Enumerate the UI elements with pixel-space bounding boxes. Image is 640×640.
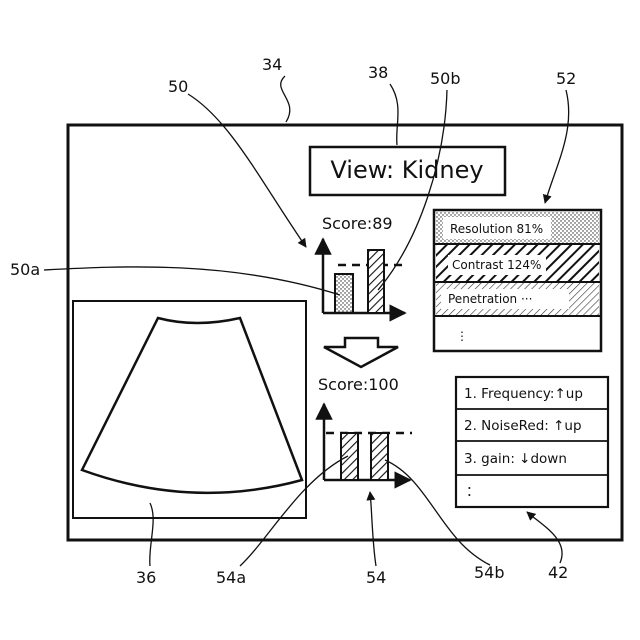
chart-before-bar-b xyxy=(368,250,384,313)
view-text: View: Kidney xyxy=(330,156,483,184)
chart-after-bar-a xyxy=(341,433,358,480)
ref-label-ultrasound: 36 xyxy=(136,568,156,587)
chart-before-bar-a xyxy=(335,274,353,313)
setting-noise-reduction: 2. NoiseRed: ↑up xyxy=(464,418,582,434)
ref-label-chart-after-bar-b: 54b xyxy=(474,563,505,582)
chart-after-bar-b xyxy=(371,433,388,480)
metric-contrast: Contrast 124% xyxy=(452,258,541,272)
metric-more: ⋮ xyxy=(456,329,468,343)
ref-label-chart-after: 54 xyxy=(366,568,386,587)
ref-label-settings: 42 xyxy=(548,563,568,582)
setting-gain: 3. gain: ↓down xyxy=(464,451,567,467)
metrics-panel: Resolution 81% Contrast 124% Penetration… xyxy=(434,210,601,351)
metric-penetration: Penetration ··· xyxy=(448,292,532,306)
ref-label-chart-before-bar-a: 50a xyxy=(10,260,40,279)
ultrasound-image xyxy=(73,301,306,518)
settings-panel: 1. Frequency:↑up 2. NoiseRed: ↑up 3. gai… xyxy=(456,377,608,507)
ref-label-chart-before: 50 xyxy=(168,77,188,96)
score-after-text: Score:100 xyxy=(318,375,399,394)
ref-label-chart-after-bar-a: 54a xyxy=(216,568,246,587)
view-indicator: View: Kidney xyxy=(310,147,505,195)
score-before-text: Score:89 xyxy=(322,214,393,233)
leader-line-screen xyxy=(281,76,290,122)
ref-label-chart-before-bar-b: 50b xyxy=(430,69,461,88)
setting-more: ： xyxy=(466,484,480,500)
ref-label-view: 38 xyxy=(368,63,388,82)
ref-label-screen: 34 xyxy=(262,55,282,74)
setting-frequency: 1. Frequency:↑up xyxy=(464,386,583,402)
ref-label-metrics: 52 xyxy=(556,69,576,88)
metric-resolution: Resolution 81% xyxy=(450,222,543,236)
